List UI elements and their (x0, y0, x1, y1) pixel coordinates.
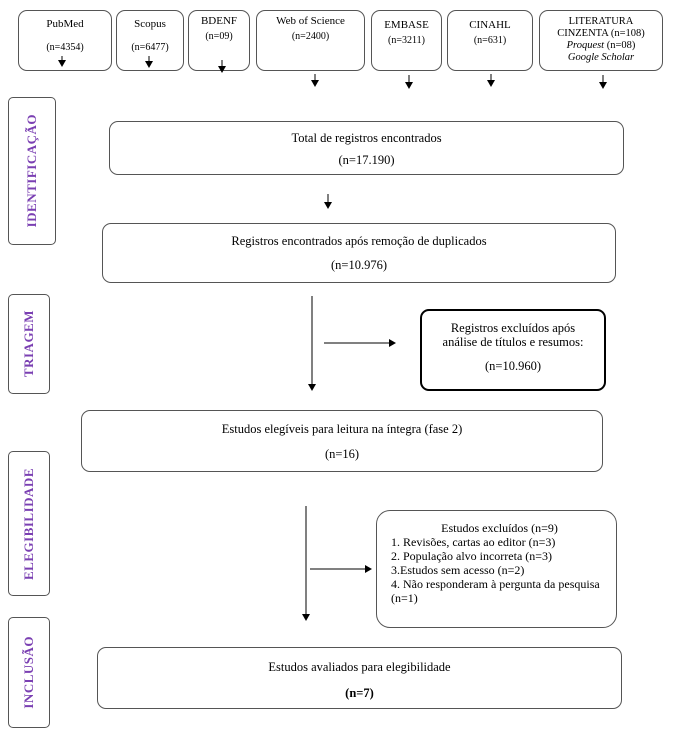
deduplicated-records-box: Registros encontrados após remoção de du… (102, 223, 616, 283)
phase-identification: IDENTIFICAÇÃO (8, 97, 56, 245)
excluded-titles-line2: análise de títulos e resumos: (442, 335, 584, 349)
source-name: Web of Science (276, 15, 345, 27)
proquest-count: (n=08) (604, 40, 636, 51)
source-count: (n=2400) (291, 31, 330, 42)
eligible-studies-count: (n=16) (324, 447, 360, 461)
source-count: (n=631) (473, 35, 507, 46)
source-box-cinahl: CINAHL (n=631) (447, 10, 533, 71)
phase-eligibility: ELEGIBILIDADE (8, 451, 50, 596)
proquest-line: Proquest (n=08) (540, 40, 662, 52)
source-name: Scopus (134, 18, 166, 30)
excluded-titles-line1: Registros excluídos após (450, 321, 576, 335)
source-count: (n=3211) (388, 35, 425, 46)
source-count: (n=4354) (46, 42, 84, 53)
excluded-reason: 3.Estudos sem acesso (n=2) (391, 563, 525, 577)
proquest-name: Proquest (566, 40, 605, 51)
excluded-reason: 4. Não responderam à pergunta da pesquis… (391, 577, 600, 605)
eligible-studies-box: Estudos elegíveis para leitura na íntegr… (81, 410, 603, 472)
excluded-reason: 1. Revisões, cartas ao editor (n=3) (391, 535, 556, 549)
phase-inclusion: INCLUSÃO (8, 617, 50, 728)
source-count: (n=6477) (131, 42, 169, 53)
excluded-titles-box: Registros excluídos após análise de títu… (420, 309, 606, 391)
source-name: CINAHL (469, 19, 511, 31)
grey-literature-count: CINZENTA (n=108) (557, 28, 645, 39)
google-scholar-name: Google Scholar (567, 52, 635, 63)
source-name: PubMed (46, 18, 84, 30)
source-count: (n=09) (205, 31, 233, 42)
eligible-studies-label: Estudos elegíveis para leitura na íntegr… (221, 422, 463, 436)
excluded-reason: 2. População alvo incorreta (n=3) (391, 549, 553, 563)
source-name: EMBASE (384, 19, 429, 31)
source-box-embase: EMBASE (n=3211) (371, 10, 442, 71)
excluded-studies-title: Estudos excluídos (n=9) (441, 521, 558, 535)
phase-screening: TRIAGEM (8, 294, 50, 394)
source-box-scopus: Scopus (n=6477) (116, 10, 184, 71)
source-name: BDENF (200, 15, 238, 27)
excluded-studies-box: Estudos excluídos (n=9) 1. Revisões, car… (376, 510, 617, 628)
source-box-web-of-science: Web of Science (n=2400) (256, 10, 365, 71)
deduplicated-records-label: Registros encontrados após remoção de du… (231, 234, 487, 248)
deduplicated-records-count: (n=10.976) (331, 258, 387, 272)
grey-literature-title: LITERATURA (568, 16, 634, 27)
included-studies-label: Estudos avaliados para elegibilidade (268, 660, 451, 674)
total-records-count: (n=17.190) (338, 153, 395, 167)
included-studies-count: (n=7) (345, 686, 374, 700)
excluded-titles-count: (n=10.960) (485, 359, 541, 373)
total-records-label: Total de registros encontrados (291, 131, 442, 145)
total-records-box: Total de registros encontrados (n=17.190… (109, 121, 624, 175)
included-studies-box: Estudos avaliados para elegibilidade (n=… (97, 647, 622, 709)
source-box-grey-literature: LITERATURA CINZENTA (n=108) Proquest (n=… (539, 10, 663, 71)
